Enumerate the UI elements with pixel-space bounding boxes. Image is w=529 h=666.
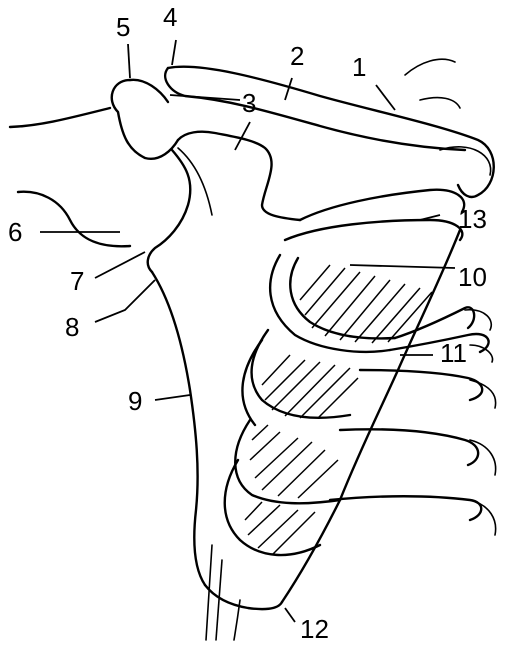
muscle-hatching [244,264,433,556]
label-10: 10 [458,262,487,292]
label-7: 7 [70,266,84,296]
label-11: 11 [440,338,467,368]
clavicle-outline [163,65,495,199]
label-6: 6 [8,217,22,247]
label-group: 1 2 3 4 5 6 7 8 9 10 11 12 13 [8,2,487,644]
label-4: 4 [163,2,177,32]
label-5: 5 [116,12,130,42]
label-3: 3 [242,88,256,118]
scapula-outline [150,270,284,641]
humeral-head-outline [16,147,213,274]
label-9: 9 [128,386,142,416]
scapula-medial-border [280,228,462,604]
label-12: 12 [300,614,329,644]
label-8: 8 [65,312,79,342]
ribs-outline [223,58,497,557]
label-1: 1 [352,52,366,82]
coracoid-outline [176,130,302,222]
acromion-outline [8,78,180,160]
label-13: 13 [458,204,487,234]
leader-lines [40,39,456,623]
label-2: 2 [290,41,304,71]
